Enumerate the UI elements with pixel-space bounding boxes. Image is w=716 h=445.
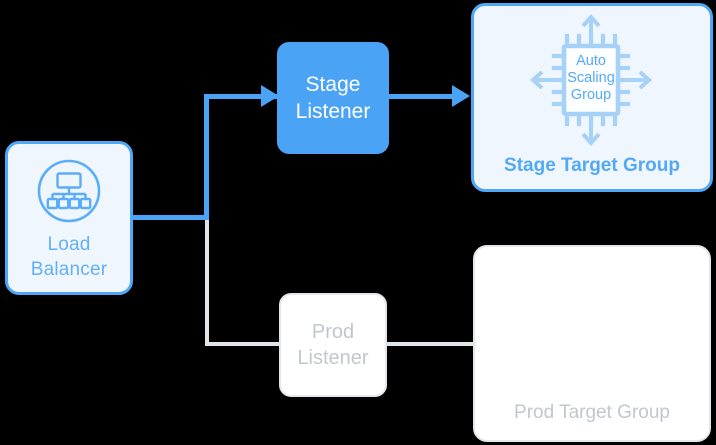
arrowhead-to-stage-target-group-icon xyxy=(452,85,470,107)
prod-listener-label-line1: Prod xyxy=(311,321,355,343)
node-prod-listener[interactable]: Prod Listener xyxy=(279,293,387,397)
arrowhead-to-stage-listener-icon xyxy=(261,85,279,107)
auto-scaling-group-chip-icon: Auto Scaling Group xyxy=(512,13,672,147)
auto-scaling-group-label-line1: Auto xyxy=(576,53,606,69)
edge-stage-listener-to-stage-target-group xyxy=(389,94,460,99)
node-prod-target-group-label: Prod Target Group xyxy=(514,402,670,423)
edge-prod-listener-to-prod-target-group xyxy=(386,342,474,346)
load-balancer-label-line1: Load xyxy=(47,234,91,255)
stage-listener-label-line1: Stage xyxy=(305,73,361,96)
edge-lb-to-stage-listener-horizontal xyxy=(204,94,277,99)
auto-scaling-group-label-line3: Group xyxy=(571,87,611,103)
edge-lb-to-stage-listener-vertical xyxy=(204,94,209,220)
node-prod-target-group[interactable]: Prod Target Group xyxy=(473,245,711,442)
prod-listener-label-line2: Listener xyxy=(297,347,369,369)
edge-lb-to-prod-listener-vertical xyxy=(205,218,209,346)
node-stage-listener-label: Stage Listener xyxy=(296,71,371,125)
node-load-balancer-label: Load Balancer xyxy=(31,232,108,282)
node-stage-listener[interactable]: Stage Listener xyxy=(277,42,389,154)
load-balancer-hierarchy-icon xyxy=(36,158,102,224)
edge-lb-outgoing-segment xyxy=(131,215,209,220)
node-load-balancer[interactable]: Load Balancer xyxy=(5,141,133,295)
auto-scaling-group-label-line2: Scaling xyxy=(567,70,615,86)
node-stage-target-group-label: Stage Target Group xyxy=(504,155,680,176)
node-stage-target-group[interactable]: Auto Scaling Group Stage Target Group xyxy=(471,3,713,192)
stage-listener-label-line2: Listener xyxy=(295,100,371,123)
load-balancer-label-line2: Balancer xyxy=(30,259,108,280)
node-prod-listener-label: Prod Listener xyxy=(297,319,368,371)
edge-lb-to-prod-listener-horizontal xyxy=(205,342,281,346)
